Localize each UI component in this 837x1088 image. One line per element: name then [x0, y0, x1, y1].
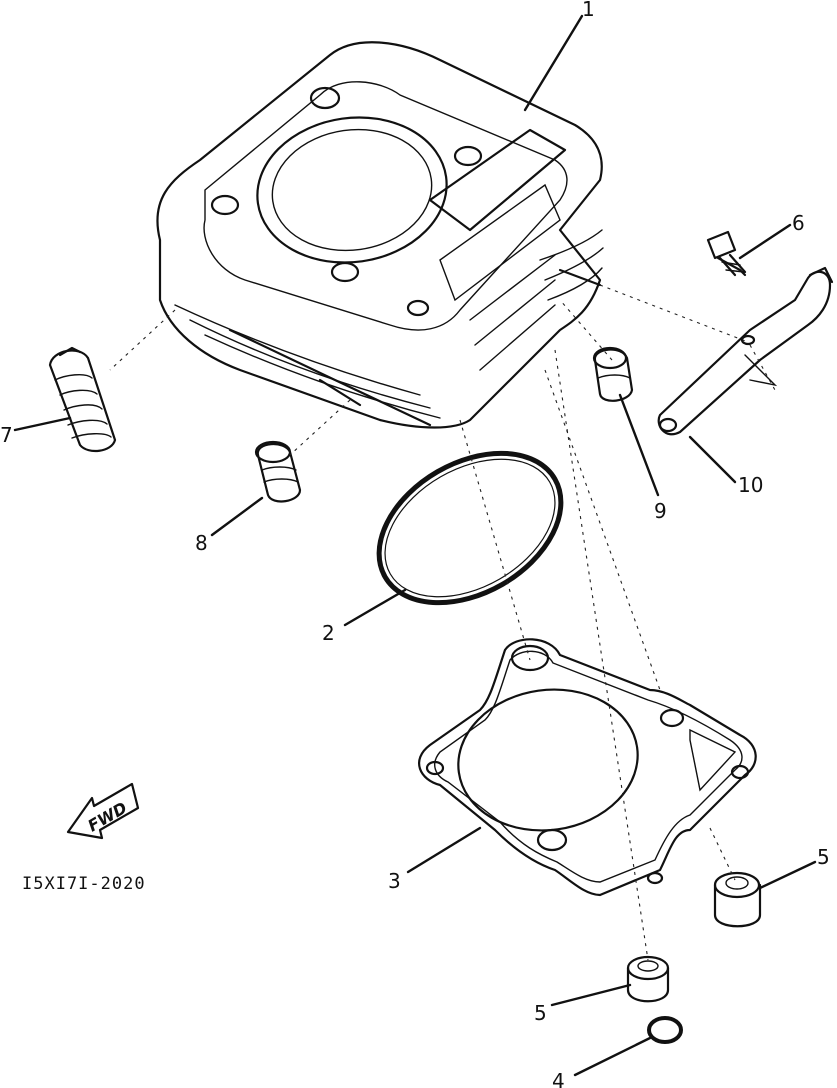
callout-6: 6: [792, 211, 805, 235]
leader-10: [688, 435, 737, 484]
assembly-guide-lines: [109, 284, 776, 961]
callout-7: 7: [0, 423, 13, 447]
dowel-part: [254, 440, 302, 503]
drawing-code: I5XI7I-2020: [22, 874, 146, 894]
leader-5b: [550, 983, 632, 1007]
leader-2: [343, 588, 407, 627]
forward-direction-arrow: FWD: [66, 782, 140, 840]
dowel-pin-part-b: [626, 955, 670, 1003]
cylinder-gasket-part: [418, 638, 757, 897]
callout-3: 3: [388, 869, 401, 893]
cylinder-part: [156, 41, 604, 429]
leader-6: [738, 223, 792, 260]
leader-3: [406, 826, 482, 874]
leader-7: [13, 416, 72, 432]
stud-part: [48, 346, 117, 453]
callout-4: 4: [552, 1069, 565, 1088]
callout-5a: 5: [817, 845, 830, 869]
leader-1: [523, 14, 584, 112]
forward-label: FWD: [85, 798, 131, 835]
callout-1: 1: [582, 0, 595, 21]
callout-10: 10: [738, 473, 763, 497]
dowel-pin-part-a: [713, 871, 762, 928]
callout-2: 2: [322, 621, 335, 645]
o-ring-part: [376, 450, 564, 606]
leader-lines: [13, 14, 817, 1077]
dowel-part-right: [592, 346, 634, 402]
leader-4: [573, 1036, 652, 1077]
leader-5a: [758, 860, 817, 890]
callout-5b: 5: [534, 1001, 547, 1025]
callout-9: 9: [654, 499, 667, 523]
callout-8: 8: [195, 531, 208, 555]
seal-ring-part: [647, 1016, 683, 1044]
leader-9: [618, 393, 660, 497]
bolt-part: [706, 230, 747, 277]
oil-pipe-bracket-part: [657, 266, 834, 436]
leader-8: [210, 496, 264, 537]
